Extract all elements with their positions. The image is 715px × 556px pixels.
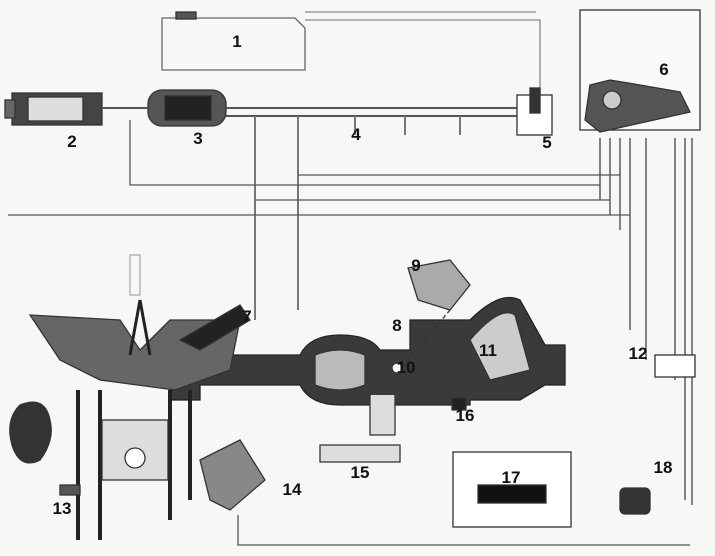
battery xyxy=(452,451,572,528)
label-16: 16 xyxy=(455,406,475,425)
label-3: 3 xyxy=(193,129,203,148)
label-9: 9 xyxy=(411,256,421,275)
label-4: 4 xyxy=(351,125,361,144)
label-10: 10 xyxy=(396,358,416,377)
fuel-filter xyxy=(147,89,227,127)
fuel-pump xyxy=(4,92,103,126)
cylinder-head xyxy=(28,314,241,391)
label-11: 11 xyxy=(479,341,497,360)
throttle-switch xyxy=(407,259,471,311)
label-5: 5 xyxy=(542,133,552,152)
control-unit xyxy=(579,9,701,133)
distributor xyxy=(199,439,266,511)
label-6: 6 xyxy=(659,60,669,79)
label-18: 18 xyxy=(653,458,673,477)
intake-manifold xyxy=(169,296,566,406)
label-13: 13 xyxy=(52,499,72,518)
label-1: 1 xyxy=(232,32,242,51)
label-8: 8 xyxy=(392,316,402,335)
label-15: 15 xyxy=(350,463,370,482)
label-17: 17 xyxy=(501,468,521,487)
label-12: 12 xyxy=(628,344,648,363)
label-2: 2 xyxy=(67,132,77,151)
fuel-tank xyxy=(161,17,306,71)
label-14: 14 xyxy=(282,480,302,499)
pressure-regulator xyxy=(516,87,553,136)
label-7: 7 xyxy=(242,307,252,326)
